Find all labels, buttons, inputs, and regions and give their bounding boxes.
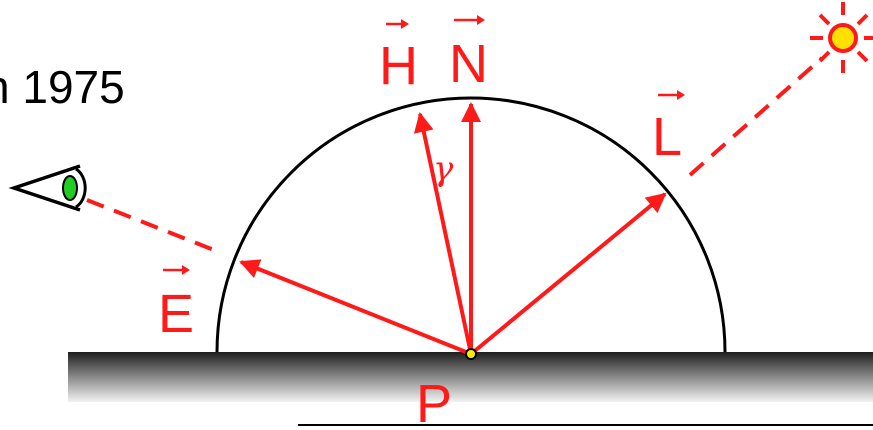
- point-p-label: P: [416, 374, 452, 430]
- hemisphere-outline: [215, 96, 727, 353]
- light-ray-dashed: [688, 56, 824, 177]
- angle-gamma-label: γ: [433, 149, 454, 189]
- eye-icon: [8, 164, 87, 212]
- svg-text:N: N: [449, 34, 488, 94]
- svg-text:L: L: [652, 107, 682, 167]
- eye-vector-arrow: [239, 259, 472, 356]
- label-n: N: [449, 15, 488, 94]
- svg-text:E: E: [158, 284, 194, 344]
- label-l: L: [652, 90, 685, 167]
- label-e: E: [158, 265, 194, 344]
- label-h: H: [379, 19, 418, 96]
- surface-point-marker: [465, 348, 477, 360]
- sun-icon: [810, 2, 873, 73]
- svg-text:H: H: [379, 36, 418, 96]
- halfway-vector-arrow: [413, 112, 473, 355]
- light-vector-arrow: [469, 192, 667, 356]
- view-ray-dashed: [86, 198, 215, 252]
- surface-slab: [68, 352, 873, 402]
- caption-year: n 1975: [0, 61, 125, 113]
